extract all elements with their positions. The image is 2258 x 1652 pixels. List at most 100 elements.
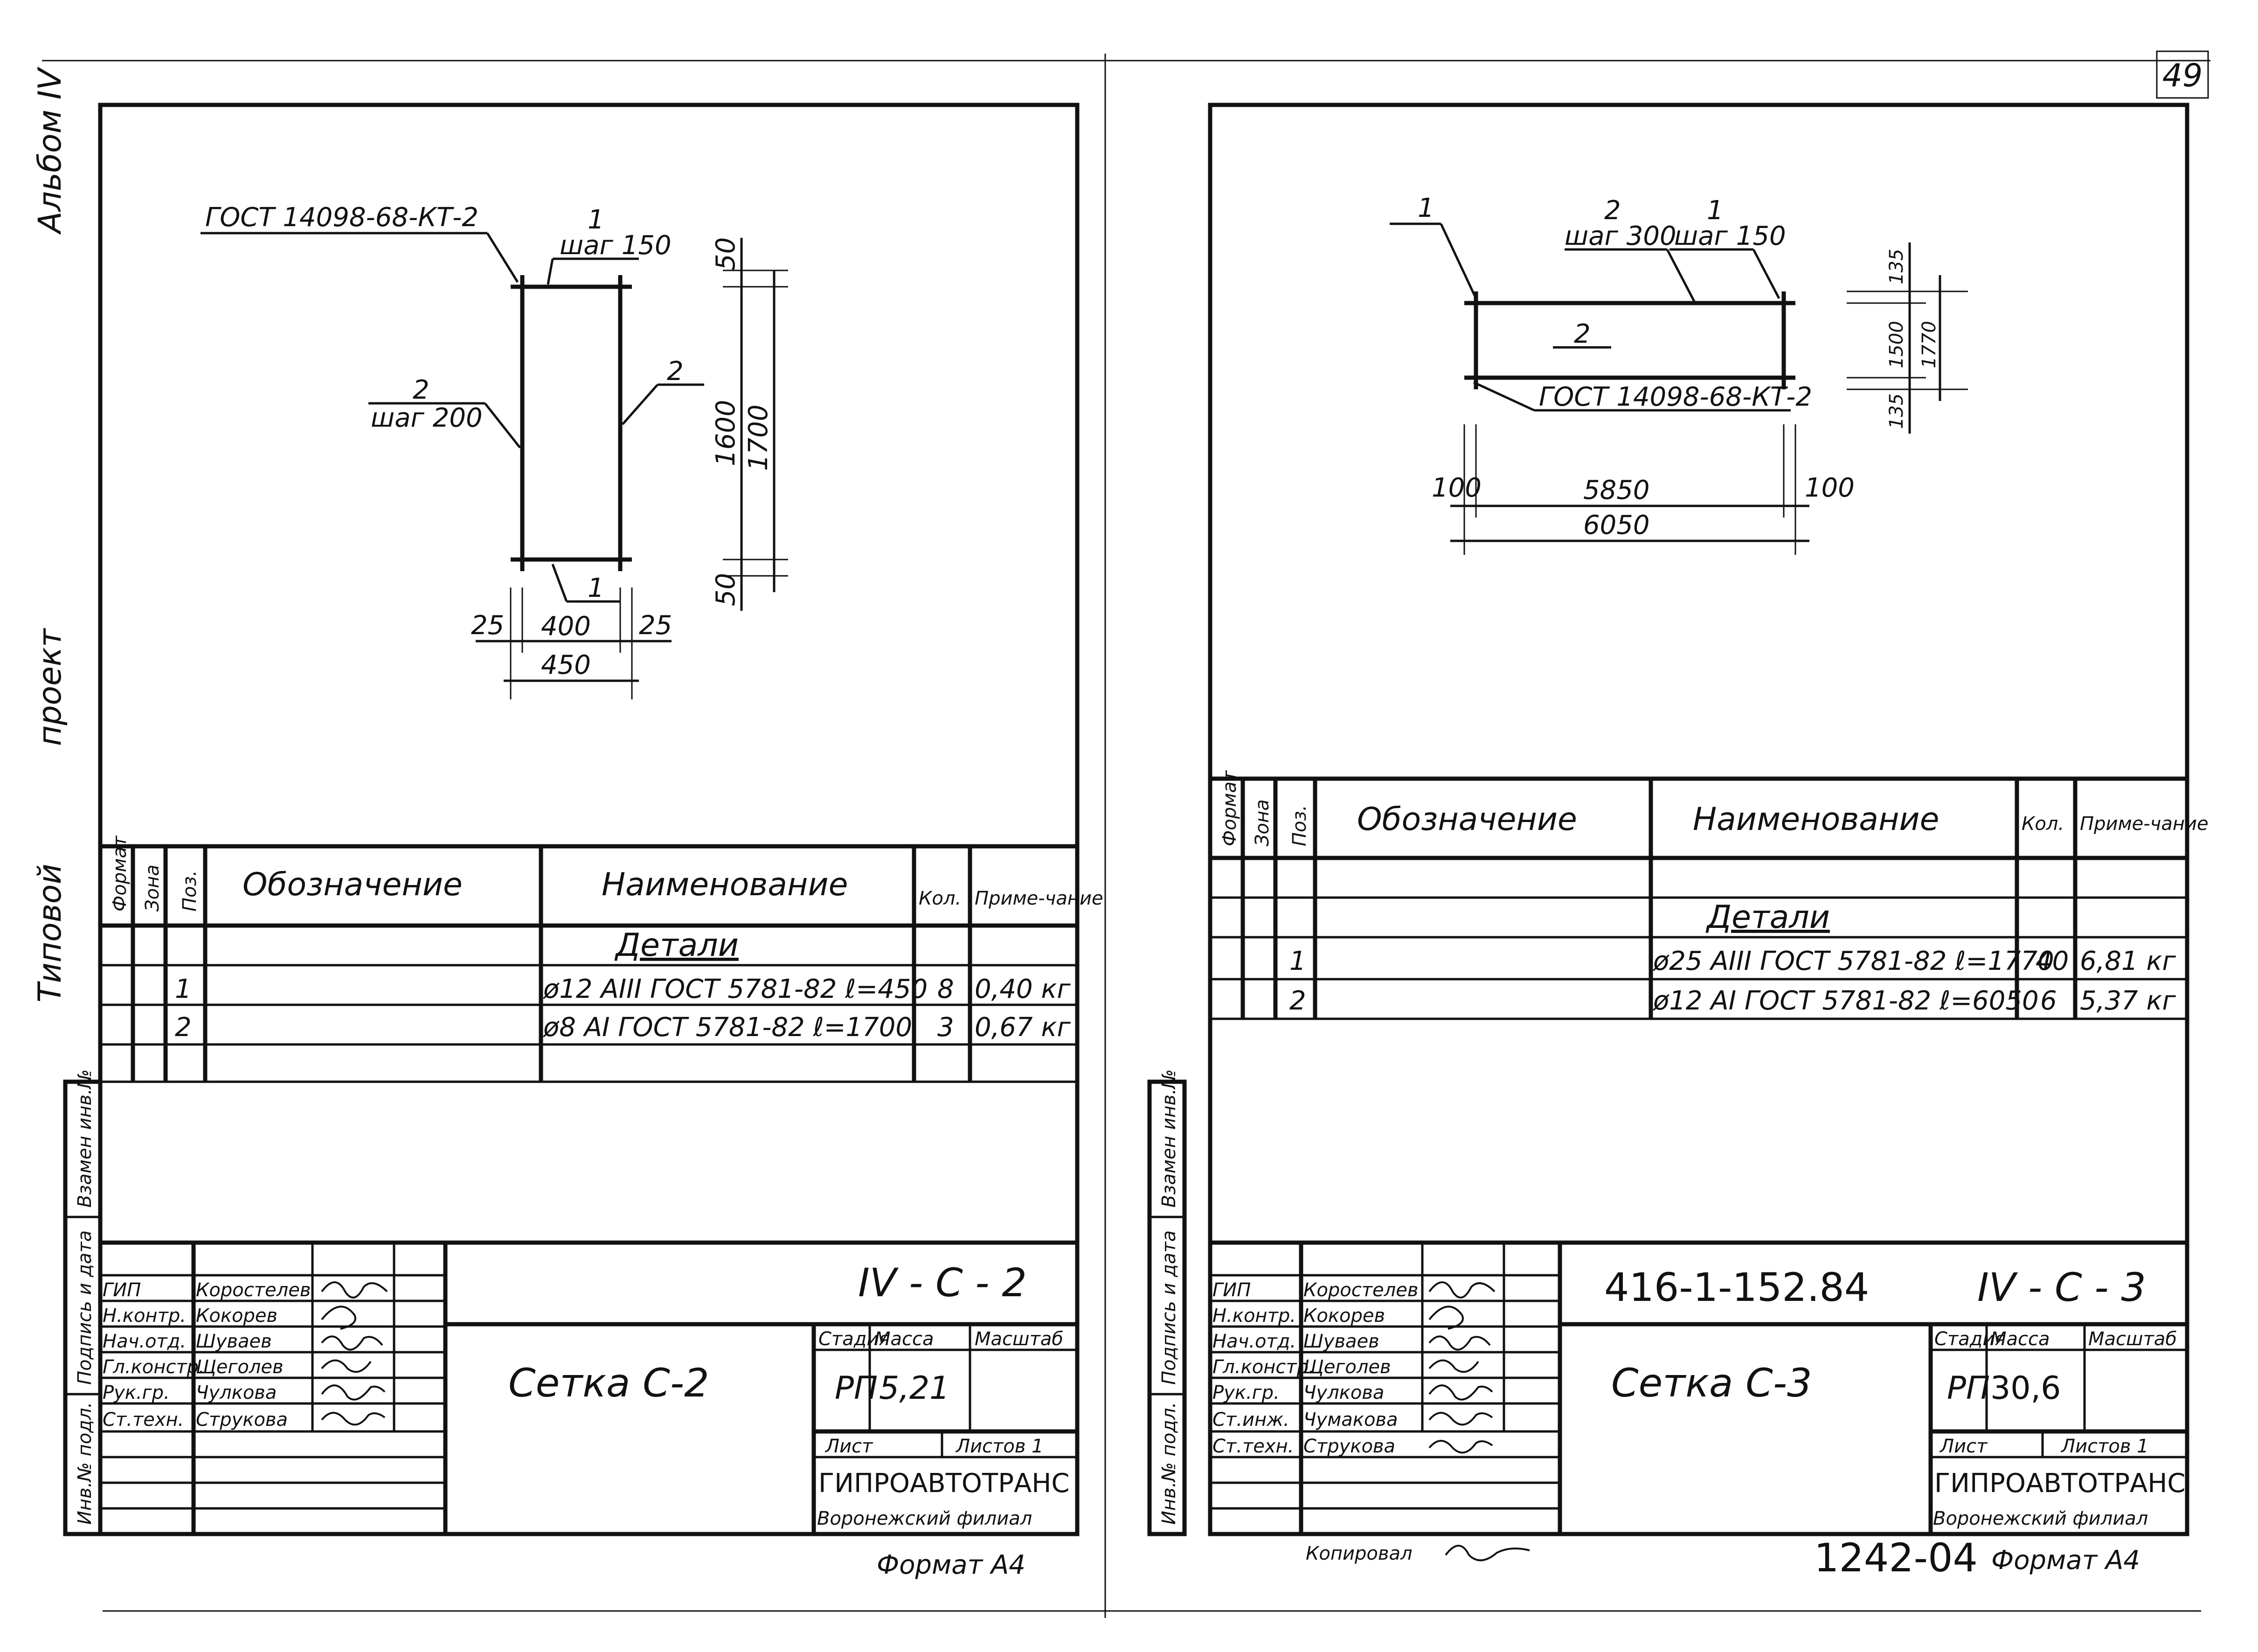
- right-role-6: Ст.инж.: [1212, 1409, 1289, 1431]
- right-dim-inner-v: 1500: [1886, 321, 1907, 368]
- left-dim-left: 25: [471, 610, 504, 641]
- right-row1-note: 6,81 кг: [2080, 946, 2176, 976]
- right-role-5: Рук.гр.: [1212, 1382, 1280, 1403]
- right-sheet: 1 2 шаг 300 1 шаг 150 2 ГОСТ 14098-68-КТ…: [1147, 103, 2209, 1581]
- right-gost-label: ГОСТ 14098-68-КТ-2: [1539, 382, 1812, 412]
- right-role-7: Ст.техн.: [1212, 1436, 1294, 1457]
- left-person-6: Струкова: [196, 1409, 288, 1431]
- left-mass: 5,21: [879, 1370, 949, 1407]
- left-row2-qty: 3: [937, 1012, 954, 1043]
- left-th-designation: Обозначение: [242, 866, 463, 903]
- left-role-4: Гл.констр.: [103, 1356, 205, 1378]
- left-person-2: Кокорев: [196, 1305, 277, 1327]
- left-role-5: Рук.гр.: [103, 1382, 170, 1403]
- left-role-3: Нач.отд.: [103, 1331, 186, 1352]
- right-title-block: ГИП Коростелев Н.контр. Кокорев Нач.отд.…: [1210, 1240, 2187, 1534]
- left-dim-outer-v: 1700: [743, 404, 774, 471]
- left-th-format: Формат: [109, 835, 131, 912]
- right-mass-header: Масса: [1990, 1328, 2050, 1350]
- right-th-qty: Кол.: [2022, 813, 2064, 835]
- right-row2-qty: 6: [2040, 986, 2057, 1016]
- left-th-name: Наименование: [602, 866, 848, 903]
- left-th-qty: Кол.: [919, 888, 961, 909]
- right-row2-name: ø12 AI ГОСТ 5781-82 ℓ=6050: [1653, 986, 2039, 1016]
- left-title: Сетка С-2: [508, 1360, 709, 1406]
- right-th-note: Приме-чание: [2080, 813, 2209, 835]
- left-designation: IV - С - 2: [858, 1260, 1027, 1306]
- left-person-4: Щеголев: [196, 1356, 284, 1378]
- left-dim-top: 50: [711, 237, 741, 270]
- left-stage: РП: [835, 1370, 878, 1407]
- left-stamp-signature: Подпись и дата: [74, 1230, 96, 1385]
- right-th-designation: Обозначение: [1357, 801, 1577, 838]
- right-role-4: Гл.констр.: [1212, 1356, 1315, 1378]
- left-row1-pos: 1: [175, 974, 192, 1004]
- left-mesh-outline: [520, 284, 623, 562]
- left-dim-bottom: 50: [711, 573, 741, 606]
- right-th-pos: Поз.: [1289, 805, 1310, 846]
- right-dim-top: 135: [1886, 249, 1907, 284]
- right-role-2: Н.контр.: [1212, 1305, 1296, 1327]
- right-stage: РП: [1947, 1370, 1990, 1407]
- left-th-pos: Поз.: [179, 870, 201, 912]
- left-dim-outer-h: 450: [541, 650, 591, 680]
- left-mark-pos1-bottom: 1: [588, 573, 604, 603]
- left-row2-pos: 2: [175, 1012, 192, 1043]
- right-dim-bottom: 135: [1886, 394, 1907, 429]
- right-dim-outer-h: 6050: [1583, 510, 1650, 540]
- side-label-album: Альбом IV: [32, 66, 69, 235]
- left-person-1: Коростелев: [196, 1279, 311, 1301]
- right-row2-note: 5,37 кг: [2080, 986, 2176, 1016]
- right-row1-qty: 40: [2036, 946, 2069, 976]
- right-sheet-label: Лист: [1939, 1436, 1988, 1457]
- right-copied-signature: [1445, 1545, 1530, 1562]
- left-dim-inner-h: 400: [541, 611, 591, 642]
- right-project-code: 416-1-152.84: [1604, 1265, 1869, 1310]
- right-signatures: [1428, 1281, 1496, 1454]
- right-th-name: Наименование: [1693, 801, 1939, 838]
- right-frame: [1208, 103, 2189, 1536]
- right-stage-header: Стадия: [1934, 1328, 2006, 1350]
- left-title-block: ГИП Коростелев Н.контр. Кокорев Нач.отд.…: [100, 1240, 1077, 1534]
- left-frame: [98, 103, 1080, 1536]
- right-mark-pos2-top: 2: [1604, 195, 1621, 226]
- right-order-number: 1242-04: [1814, 1535, 1978, 1581]
- right-stamp-signature: Подпись и дата: [1158, 1230, 1180, 1385]
- left-spec-table: Формат Зона Поз. Обозначение Наименовани…: [100, 835, 1103, 1083]
- right-row1-name: ø25 AIII ГОСТ 5781-82 ℓ=1770: [1653, 946, 2054, 976]
- left-stage-header: Стадия: [818, 1328, 890, 1350]
- right-th-zone: Зона: [1252, 799, 1273, 846]
- right-mass: 30,6: [1990, 1370, 2061, 1407]
- right-stamp-inv: Инв.№ подл.: [1158, 1402, 1180, 1525]
- left-th-zone: Зона: [142, 864, 163, 912]
- left-row1-qty: 8: [937, 974, 954, 1004]
- right-person-3: Шуваев: [1303, 1331, 1379, 1352]
- right-person-1: Коростелев: [1303, 1279, 1418, 1301]
- right-format: Формат А4: [1991, 1545, 2140, 1576]
- left-person-5: Чулкова: [196, 1382, 277, 1403]
- left-mark-pos1-top: 1: [588, 205, 604, 235]
- left-role-6: Ст.техн.: [103, 1409, 184, 1431]
- page-number: 49: [2162, 57, 2203, 94]
- right-branch: Воронежский филиал: [1933, 1508, 2148, 1529]
- right-person-6: Чумакова: [1303, 1409, 1398, 1431]
- left-format: Формат А4: [877, 1550, 1025, 1580]
- left-dim-right: 25: [639, 610, 672, 641]
- right-mark-pos2-mid: 2: [1574, 319, 1591, 349]
- left-section-title: Детали: [614, 927, 739, 964]
- left-mass-header: Масса: [874, 1328, 934, 1350]
- right-spec-table: Формат Зона Поз. Обозначение Наименовани…: [1210, 770, 2209, 1020]
- right-side-stamp: Взамен инв.№ Подпись и дата Инв.№ подл.: [1147, 1069, 1187, 1536]
- left-role-2: Н.контр.: [103, 1305, 186, 1327]
- side-label-project: проект: [32, 628, 69, 746]
- left-sheet: ГОСТ 14098-68-КТ-2 1 шаг 150 2 шаг 200 2…: [63, 103, 1103, 1580]
- left-row2-note: 0,67 кг: [975, 1012, 1071, 1043]
- left-row1-note: 0,40 кг: [975, 974, 1071, 1004]
- left-role-1: ГИП: [103, 1279, 141, 1301]
- right-th-format: Формат: [1219, 770, 1240, 846]
- right-stamp-replace: Взамен инв.№: [1158, 1069, 1180, 1208]
- right-section-title: Детали: [1705, 899, 1830, 936]
- right-mark-pos2-top-step: шаг 300: [1565, 221, 1676, 251]
- left-sheet-label: Лист: [824, 1436, 873, 1457]
